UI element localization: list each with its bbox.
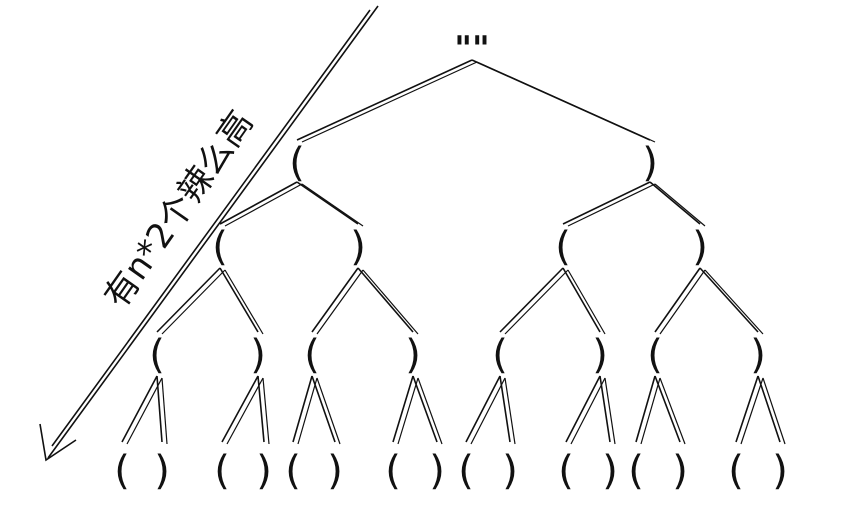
tree-edge-stroke xyxy=(570,377,606,445)
tree-edge xyxy=(156,375,163,443)
tree-leaf-node: ( xyxy=(385,448,401,494)
tree-edge xyxy=(311,375,336,443)
tree-edge xyxy=(735,375,759,443)
tree-edge-stroke xyxy=(301,61,478,143)
tree-leaf-node: ) xyxy=(672,448,688,494)
tree-edge-stroke xyxy=(659,377,686,445)
tree-node-level-3: ( xyxy=(492,332,508,378)
tree-edge-stroke xyxy=(704,269,764,335)
tree-root-node: "" xyxy=(454,29,489,69)
tree-edge-stroke xyxy=(659,269,706,335)
tree-leaf-node: ) xyxy=(429,448,445,494)
tree-edge-stroke xyxy=(567,183,656,227)
tree-edge xyxy=(565,375,601,443)
tree-edge xyxy=(499,267,564,333)
tree-edge xyxy=(562,181,651,225)
tree-edge xyxy=(649,181,701,225)
tree-edge-stroke xyxy=(397,377,419,445)
tree-edge xyxy=(357,267,414,333)
tree-edge-stroke xyxy=(161,377,168,445)
tree-node-level-3: ) xyxy=(405,332,421,378)
tree-edge xyxy=(599,375,611,443)
tree-leaf-node: ) xyxy=(327,448,343,494)
tree-edge xyxy=(219,181,298,225)
tree-node-level-3: ) xyxy=(250,332,266,378)
tree-edge xyxy=(654,267,701,333)
tree-edge xyxy=(296,59,473,141)
tree-edge-stroke xyxy=(604,377,616,445)
tree-edge-stroke xyxy=(417,377,443,445)
tree-edge-stroke xyxy=(470,377,506,445)
tree-node-level-1: ) xyxy=(642,140,658,186)
tree-node-level-3: ) xyxy=(592,332,608,378)
tree-nodes: ""()()()()()()()()()()()()()()() xyxy=(114,29,788,494)
tree-node-level-2: ( xyxy=(555,224,571,270)
tree-edge-stroke xyxy=(316,269,364,335)
tree-edge-stroke xyxy=(126,377,163,445)
tree-edge-stroke xyxy=(262,377,270,445)
tree-leaf-node: ) xyxy=(772,448,788,494)
tree-edge xyxy=(156,267,221,333)
tree-edge-stroke xyxy=(226,377,264,445)
tree-leaf-node: ( xyxy=(728,448,744,494)
tree-edge-stroke xyxy=(567,269,606,335)
tree-edge xyxy=(392,375,414,443)
tree-leaf-node: ( xyxy=(628,448,644,494)
tree-edge xyxy=(499,375,511,443)
tree-node-level-2: ) xyxy=(350,224,366,270)
tree-node-level-1: ( xyxy=(289,140,305,186)
tree-leaf-node: ( xyxy=(114,448,130,494)
tree-edge-stroke xyxy=(297,377,318,445)
tree-edge xyxy=(562,267,601,333)
tree-edge-stroke xyxy=(316,377,341,445)
tree-leaf-node: ) xyxy=(602,448,618,494)
tree-edge-stroke xyxy=(161,269,226,335)
tree-edge xyxy=(654,375,681,443)
tree-edge-stroke xyxy=(224,269,264,335)
tree-edge xyxy=(699,267,759,333)
tree-edge-stroke xyxy=(504,269,569,335)
tree-edge-stroke xyxy=(654,183,706,227)
tree-edge xyxy=(121,375,158,443)
tree-leaf-node: ( xyxy=(558,448,574,494)
tree-leaf-node: ( xyxy=(285,448,301,494)
tree-edge xyxy=(292,375,313,443)
tree-node-level-3: ) xyxy=(750,332,766,378)
tree-leaf-node: ) xyxy=(154,448,170,494)
tree-leaf-node: ) xyxy=(502,448,518,494)
tree-leaf-node: ( xyxy=(458,448,474,494)
tree-node-level-3: ( xyxy=(647,332,663,378)
tree-edge-stroke xyxy=(301,183,364,227)
tree-edge xyxy=(757,375,781,443)
tree-edge-stroke xyxy=(476,61,656,143)
tree-node-level-3: ( xyxy=(149,332,165,378)
tree-edge xyxy=(221,375,259,443)
tree-edge xyxy=(311,267,359,333)
tree-node-level-3: ( xyxy=(304,332,320,378)
tree-edge-stroke xyxy=(224,183,303,227)
tree-edge-stroke xyxy=(362,269,419,335)
height-arrow xyxy=(39,5,379,462)
tree-edge xyxy=(296,181,359,225)
tree-edge xyxy=(257,375,265,443)
height-label: 有n*2个辣么高 xyxy=(97,104,262,316)
tree-node-level-2: ( xyxy=(212,224,228,270)
tree-edge xyxy=(219,267,259,333)
tree-node-level-2: ) xyxy=(692,224,708,270)
tree-edge xyxy=(465,375,501,443)
tree-edge-stroke xyxy=(762,377,786,445)
tree-edge xyxy=(412,375,438,443)
tree-leaf-node: ) xyxy=(256,448,272,494)
tree-leaf-node: ( xyxy=(214,448,230,494)
tree-edge-stroke xyxy=(740,377,764,445)
tree-edge-stroke xyxy=(504,377,516,445)
tree-edges xyxy=(121,59,786,445)
tree-edge xyxy=(635,375,656,443)
tree-edge-stroke xyxy=(640,377,661,445)
